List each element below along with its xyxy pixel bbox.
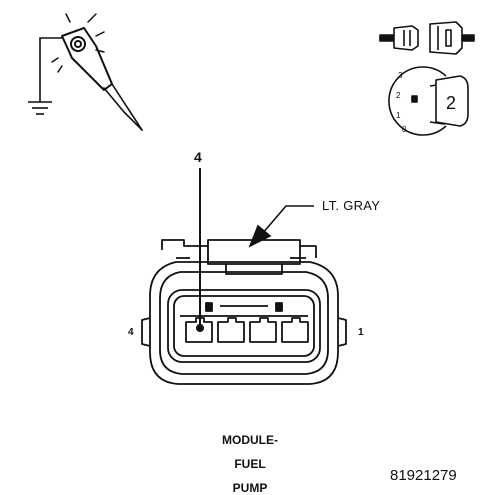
ignition-switch-icon xyxy=(388,66,469,136)
wire-color-leader xyxy=(248,205,314,248)
test-light-probe-icon xyxy=(51,13,143,131)
connector-pin-right-label: 1 xyxy=(358,327,364,338)
connector-face xyxy=(141,239,347,385)
pin-4-callout-line xyxy=(196,168,204,332)
ignition-key-position: 2 xyxy=(446,93,457,113)
caption-line-3: PUMP xyxy=(232,481,268,495)
figure-id: 81921279 xyxy=(390,467,457,484)
disconnected-connector-icon xyxy=(379,21,475,55)
connector-pin-left-label: 4 xyxy=(128,327,134,338)
caption-line-1: MODULE- xyxy=(222,433,278,447)
caption-line-2: FUEL xyxy=(234,457,266,471)
wire-color-label: LT. GRAY xyxy=(322,198,381,213)
ignition-position-3: 3 xyxy=(398,71,403,80)
ignition-position-1: 1 xyxy=(396,111,401,120)
pin-callout-label: 4 xyxy=(194,149,202,165)
ground-symbol-icon xyxy=(28,37,62,115)
ignition-position-2: 2 xyxy=(396,91,401,100)
ignition-position-0: 0 xyxy=(402,125,407,134)
component-caption: MODULE- FUEL PUMP xyxy=(190,428,310,495)
pin-cavities xyxy=(185,317,309,343)
